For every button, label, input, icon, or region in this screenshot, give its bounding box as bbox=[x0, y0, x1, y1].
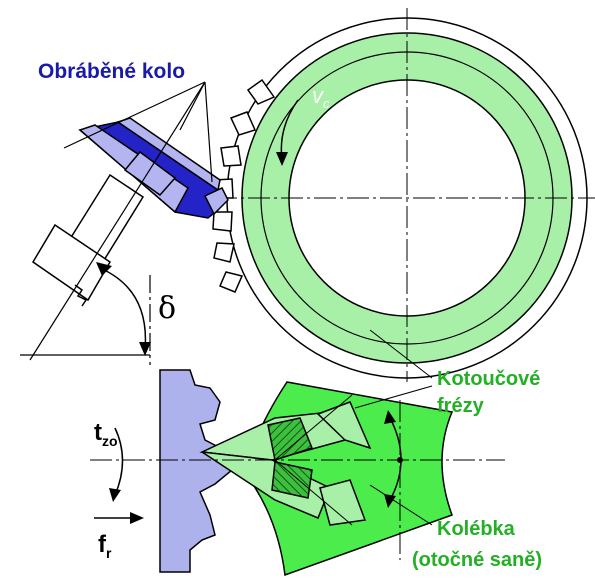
cradle-radial-line-lower bbox=[274, 459, 353, 526]
feed-label: fr bbox=[98, 531, 112, 561]
cradle-leader bbox=[369, 484, 433, 526]
upper-view: vc δ Obráběné bbox=[20, 8, 595, 382]
tooth-rotation-arrowhead bbox=[109, 488, 121, 502]
cone-construction-lines bbox=[20, 81, 213, 365]
velocity-label: vc bbox=[312, 83, 330, 111]
tooth-rotation-arc bbox=[114, 427, 124, 496]
workpiece-label: Obráběné kolo bbox=[38, 60, 185, 83]
cutters-label-line2: frézy bbox=[437, 395, 485, 417]
cradle-pivot bbox=[397, 457, 403, 463]
cutters-leader-1 bbox=[369, 329, 433, 379]
velocity-arrowhead bbox=[276, 152, 288, 166]
cutters-label-line1: Kotoučové bbox=[437, 368, 540, 390]
cradle-arrowhead-bottom bbox=[384, 494, 396, 508]
cradle-radial-line-upper bbox=[274, 394, 353, 461]
feed-arrowhead bbox=[130, 512, 144, 524]
angle-arrowhead-top bbox=[96, 262, 112, 276]
cradle-label-line1: Kolébka bbox=[437, 518, 516, 540]
lower-cutter-blades bbox=[199, 401, 372, 526]
cradle-rotation-arc bbox=[389, 417, 402, 501]
cutters-leader-2 bbox=[354, 385, 433, 409]
generating-gear-profile bbox=[159, 369, 233, 573]
tooth-rotation-label: tzo bbox=[94, 419, 118, 449]
lower-view: tzo fr Kotoučové frézy Kolébka (otočné s… bbox=[90, 329, 542, 577]
angle-delta-arc bbox=[99, 267, 147, 351]
angle-delta-label: δ bbox=[158, 291, 176, 326]
cradle-label-line2: (otočné saně) bbox=[412, 549, 542, 571]
cradle-arrowhead-top bbox=[384, 410, 396, 424]
angle-arrowhead-bottom bbox=[139, 342, 151, 356]
workpiece-spindle bbox=[31, 173, 145, 307]
